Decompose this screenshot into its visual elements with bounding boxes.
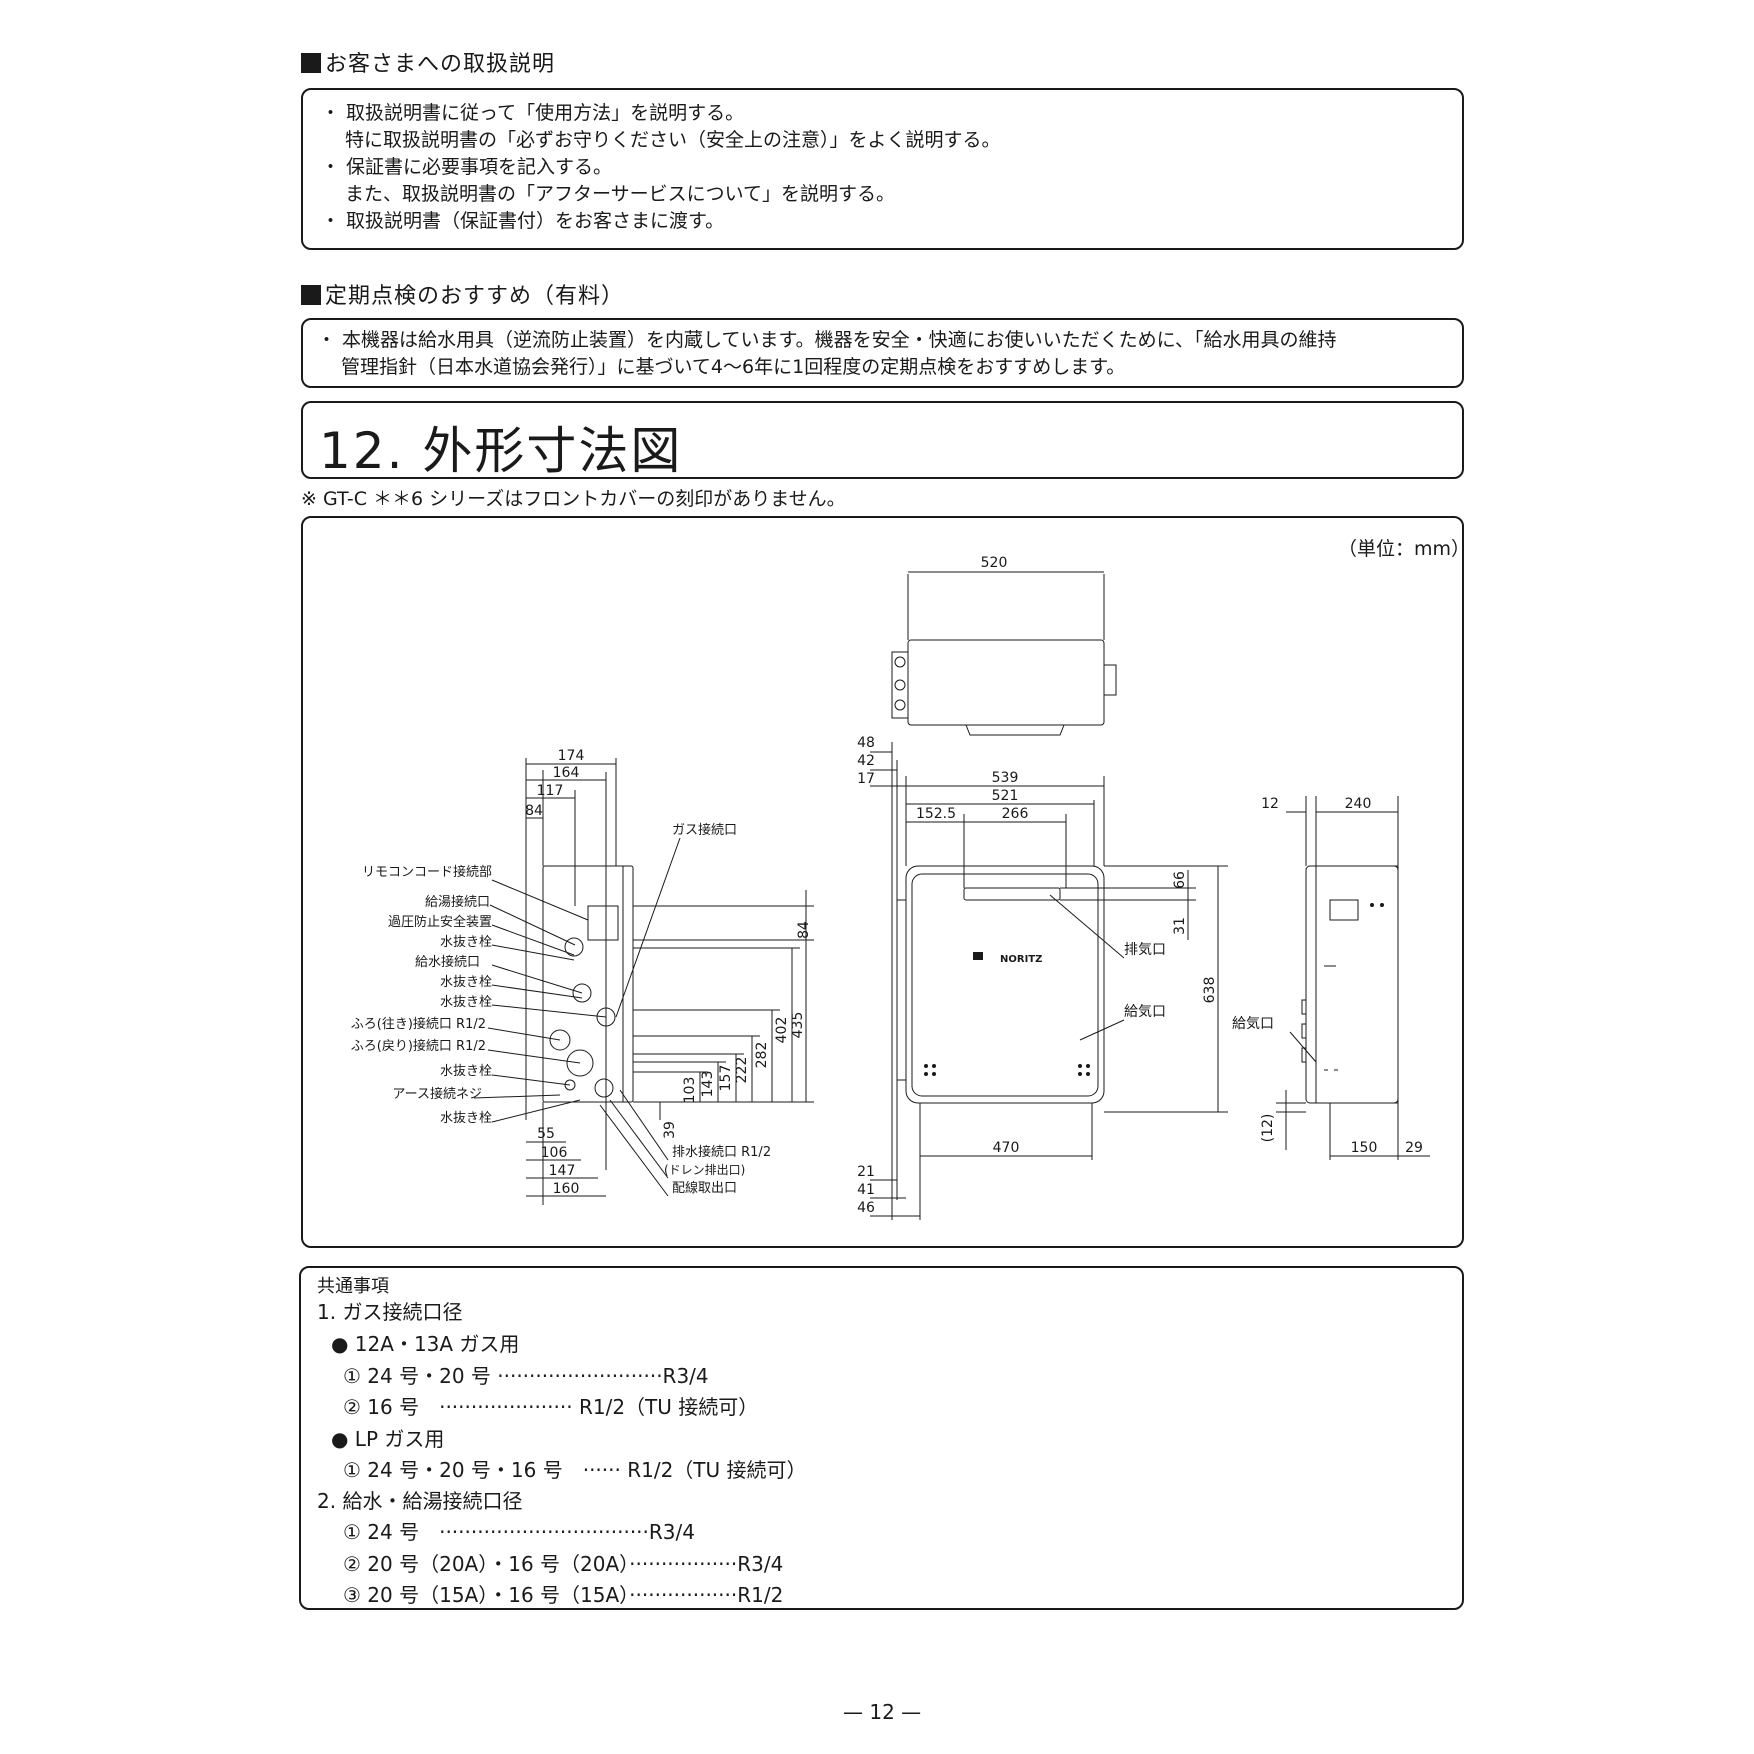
common-row: 1. ガス接続口径 <box>317 1300 463 1324</box>
common-row: ① 24 号・20 号・16 号 ······ R1/2（TU 接続可） <box>343 1458 807 1482</box>
common-row: ② 16 号 ····················· R1/2（TU 接続可… <box>343 1395 759 1419</box>
common-row: 2. 給水・給湯接続口径 <box>317 1489 523 1513</box>
chapter-note: ※ GT-C ＊＊6 シリーズはフロントカバーの刻印がありません。 <box>301 488 846 510</box>
common-row: ① 24 号 ·································… <box>343 1520 695 1544</box>
instructions-line: また、取扱説明書の「アフターサービスについて」を説明する。 <box>345 183 896 205</box>
instructions-line: ・ 取扱説明書に従って「使用方法」を説明する。 <box>321 102 745 124</box>
dimension-drawing-frame <box>301 516 1464 1248</box>
common-row: ③ 20 号（15A）・16 号（15A）·················R1… <box>343 1583 784 1607</box>
chapter-title-box: 12. 外形寸法図 <box>301 401 1464 480</box>
instructions-line: ・ 取扱説明書（保証書付）をお客さまに渡す。 <box>321 210 725 232</box>
common-row: ② 20 号（20A）・16 号（20A）·················R3… <box>343 1552 784 1576</box>
common-row: ● LP ガス用 <box>331 1427 445 1451</box>
chapter-title: 12. 外形寸法図 <box>319 422 683 480</box>
inspection-line: 管理指針（日本水道協会発行）」に基づいて4〜6年に1回程度の定期点検をおすすめし… <box>341 356 1126 378</box>
section-heading-instructions: お客さまへの取扱説明 <box>301 46 555 78</box>
common-row: ● 12A・13A ガス用 <box>331 1332 520 1356</box>
inspection-box: ・ 本機器は給水用具（逆流防止装置）を内蔵しています。機器を安全・快適にお使いい… <box>301 318 1464 388</box>
instructions-line: 特に取扱説明書の「必ずお守りください（安全上の注意）」をよく説明する。 <box>345 129 1001 151</box>
inspection-line: ・ 本機器は給水用具（逆流防止装置）を内蔵しています。機器を安全・快適にお使いい… <box>317 329 1337 351</box>
common-items-box: 共通事項 1. ガス接続口径 ● 12A・13A ガス用 ① 24 号・20 号… <box>299 1266 1464 1610</box>
square-bullet-icon <box>301 53 321 73</box>
instructions-line: ・ 保証書に必要事項を記入する。 <box>321 156 613 178</box>
instructions-box: ・ 取扱説明書に従って「使用方法」を説明する。 特に取扱説明書の「必ずお守りくだ… <box>301 88 1464 250</box>
square-bullet-icon <box>301 285 321 305</box>
page-number: — 12 — <box>843 1700 922 1724</box>
section-heading-inspection: 定期点検のおすすめ（有料） <box>301 278 624 310</box>
common-heading: 共通事項 <box>317 1276 389 1297</box>
common-row: ① 24 号・20 号 ··························R3… <box>343 1364 709 1388</box>
